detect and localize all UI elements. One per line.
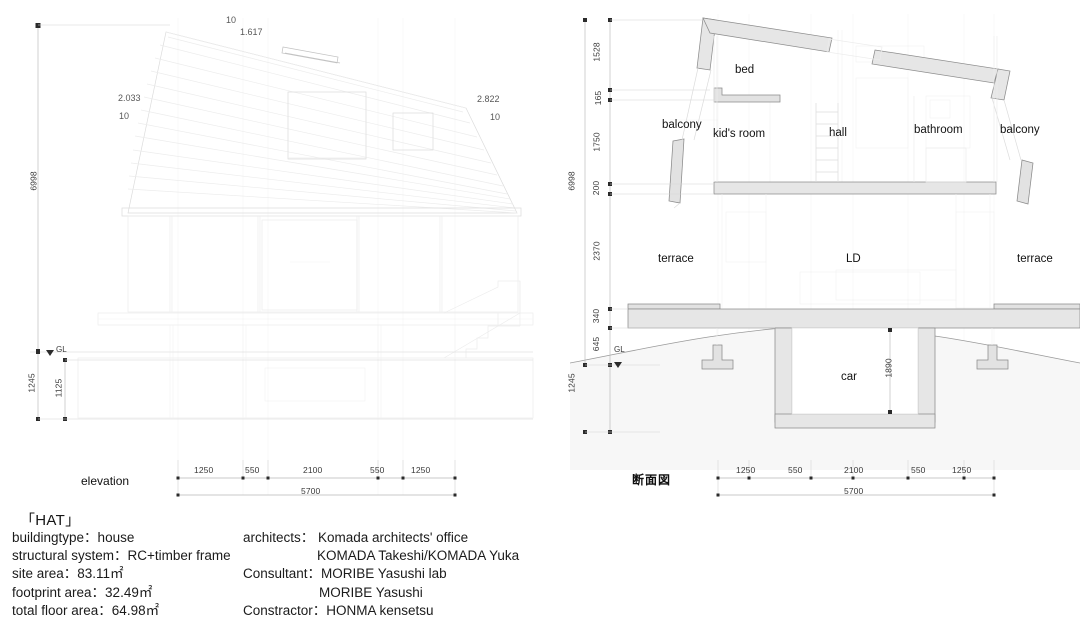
credits-block: 「HAT」 buildingtype：house structural syst…	[0, 503, 1080, 618]
section-dim-below-gl: 1245	[566, 373, 577, 393]
section-room-terrace-right: terrace	[1017, 253, 1053, 265]
credits-left-column: buildingtype：house structural system：RC+…	[12, 529, 231, 620]
section-room-kids-room: kid's room	[713, 128, 766, 140]
elevation-dim-chain	[176, 460, 457, 497]
project-title: 「HAT」	[20, 512, 81, 529]
elevation-dim-2: 550	[245, 465, 260, 475]
section-interior	[713, 36, 998, 308]
section-room-ld: LD	[846, 253, 861, 265]
section-dim-4: 550	[911, 465, 926, 475]
elevation-lower-storey	[97, 215, 534, 359]
section-dim-chain	[716, 460, 996, 497]
elevation-slope-left-rise: 2.033	[118, 93, 141, 103]
section-garage-structure	[627, 303, 1080, 429]
elevation-slope-left-run: 10	[119, 111, 130, 121]
section-dim-3: 2100	[844, 465, 864, 475]
section-dim-645: 645	[591, 336, 602, 352]
section-dim-1: 1250	[736, 465, 756, 475]
elevation-slope-right-rise: 2.822	[477, 94, 500, 104]
section-dim-1528: 1528	[591, 42, 602, 62]
elevation-stair	[443, 280, 521, 359]
section-roof	[696, 17, 1011, 101]
elevation-overall-width: 5700	[301, 486, 321, 496]
elevation-slope-ridge-rise: 1.617	[240, 27, 263, 37]
elevation-slope-right-run: 10	[490, 112, 501, 122]
elevation-dim-total-height: 6998	[28, 171, 39, 191]
credit-structural-system: structural system：RC+timber frame	[12, 548, 231, 564]
section-room-balcony-left: balcony	[662, 119, 702, 131]
section-room-terrace-left: terrace	[658, 253, 694, 265]
section-overall-width: 5700	[844, 486, 864, 496]
credit-total-floor-area: total floor area：64.98㎡	[12, 602, 160, 618]
section-dim-165: 165	[593, 90, 604, 106]
section-room-bed: bed	[735, 64, 755, 76]
section-gl-label: GL	[614, 345, 625, 354]
section-dim-2: 550	[788, 465, 803, 475]
credit-buildingtype: buildingtype：house	[12, 530, 135, 545]
elevation-dim-5: 1250	[411, 465, 431, 475]
elevation-building	[121, 31, 522, 217]
section-dim-200: 200	[591, 180, 602, 196]
section-floor-slab	[713, 181, 997, 195]
section-dim-2370: 2370	[591, 241, 602, 261]
credit-site-area: site area：83.11㎡	[12, 566, 124, 582]
section-ladder	[815, 103, 839, 182]
section-vertical-dims	[583, 18, 775, 434]
section-garage-height-dim-label: 1890	[883, 358, 894, 378]
credit-footprint-area: footprint area：32.49㎡	[12, 584, 153, 600]
section-drawing	[570, 14, 1080, 497]
section-dim-total: 6998	[566, 171, 577, 191]
elevation-view-label: elevation	[81, 474, 130, 488]
elevation-slope-ridge-run: 10	[226, 15, 237, 25]
credit-constractor: Constractor：HONMA kensetsu	[243, 602, 434, 618]
section-garage-height-dim	[888, 328, 892, 414]
section-room-hall: hall	[829, 127, 847, 139]
section-room-balcony-right: balcony	[1000, 124, 1040, 136]
elevation-gl-dims	[30, 350, 533, 421]
elevation-dim-below-gl-inner: 1125	[53, 378, 64, 398]
elevation-dim-1: 1250	[194, 465, 214, 475]
section-balcony-slats	[668, 67, 1034, 209]
credit-architects: architects： Komada architects' office	[243, 530, 469, 545]
credit-consultant: Consultant：MORIBE Yasushi lab	[243, 566, 447, 582]
elevation-dim-3: 2100	[303, 465, 323, 475]
section-view-label: 断面図	[632, 473, 672, 487]
section-dim-1750: 1750	[591, 132, 602, 152]
elevation-grid	[177, 18, 456, 495]
section-loft-shelf	[713, 87, 781, 103]
credit-consultant-name: MORIBE Yasushi	[319, 584, 423, 600]
credit-architect-names: KOMADA Takeshi/KOMADA Yuka	[317, 548, 520, 564]
elevation-dim-below-gl-outer: 1245	[26, 373, 37, 393]
elevation-dim-4: 550	[370, 465, 385, 475]
section-room-car: car	[841, 371, 857, 383]
credits-right-column: architects： Komada architects' office KO…	[243, 529, 519, 620]
section-dim-5: 1250	[952, 465, 972, 475]
elevation-drawing	[30, 18, 534, 497]
elevation-gl-label: GL	[56, 345, 67, 354]
elevation-vertical-dim-6998	[35, 23, 170, 353]
elevation-basement	[77, 325, 534, 419]
section-dim-340: 340	[591, 308, 602, 324]
section-room-bathroom: bathroom	[914, 124, 963, 136]
